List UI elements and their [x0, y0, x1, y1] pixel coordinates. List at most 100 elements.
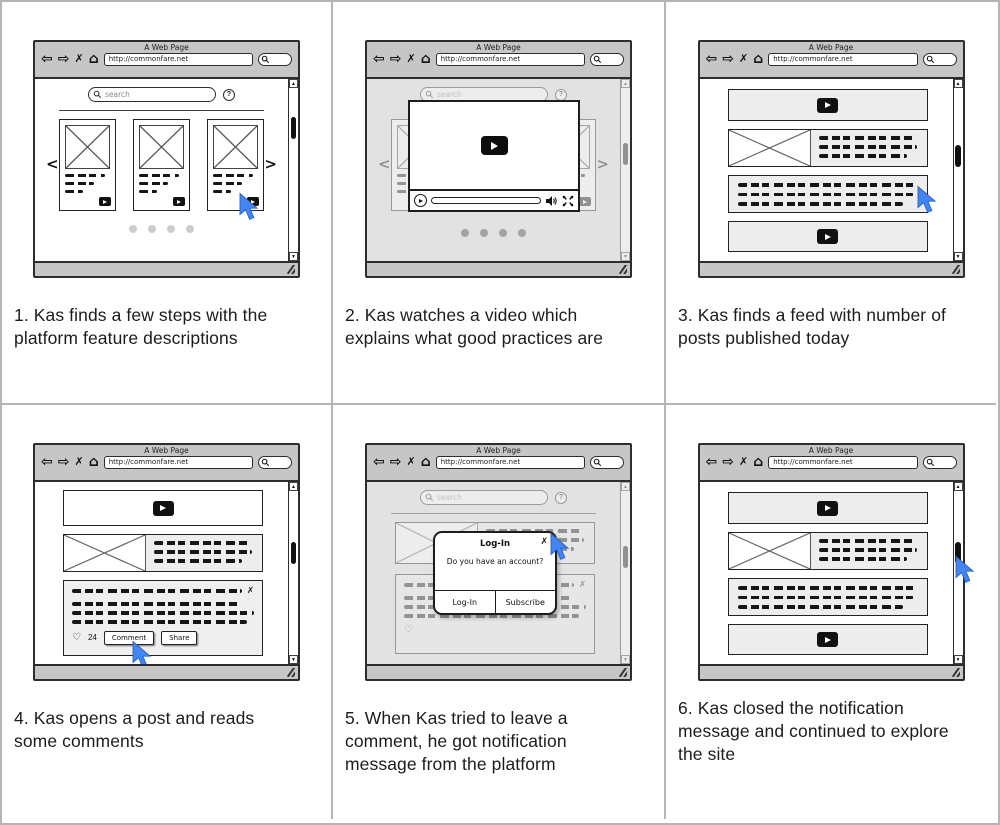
pagination-dot[interactable]	[186, 225, 194, 233]
forward-icon[interactable]: ⇨	[389, 51, 402, 67]
media-post[interactable]	[63, 534, 263, 572]
scroll-down-icon[interactable]: ▼	[953, 252, 963, 261]
help-icon[interactable]: ?	[555, 491, 567, 504]
resize-grip-icon[interactable]	[950, 668, 960, 677]
subscribe-button[interactable]: Subscribe	[505, 597, 545, 607]
pagination-dot[interactable]	[129, 225, 137, 233]
toolbar-search-box[interactable]	[922, 455, 957, 469]
scrollbar[interactable]: ▲ ▼	[620, 79, 630, 261]
play-button[interactable]	[173, 197, 185, 206]
toolbar-search-box[interactable]	[590, 455, 624, 469]
volume-icon[interactable]	[545, 195, 558, 207]
scroll-down-icon[interactable]: ▼	[289, 655, 298, 664]
feature-card[interactable]	[133, 119, 190, 211]
carousel-pagination[interactable]	[367, 229, 620, 237]
play-button[interactable]	[247, 197, 259, 206]
forward-icon[interactable]: ⇨	[389, 454, 402, 470]
home-icon[interactable]: ⌂	[753, 454, 764, 470]
carousel-next-button[interactable]: >	[596, 155, 609, 173]
play-button[interactable]	[480, 136, 508, 155]
text-post[interactable]	[727, 175, 928, 213]
toolbar-search-box[interactable]	[258, 52, 292, 66]
resize-grip-icon[interactable]	[285, 668, 295, 677]
share-button[interactable]: Share	[161, 630, 198, 645]
scroll-down-icon[interactable]: ▼	[621, 655, 630, 664]
pagination-dot[interactable]	[167, 225, 175, 233]
scroll-up-icon[interactable]: ▲	[621, 482, 630, 491]
search-input[interactable]: search	[88, 87, 216, 102]
scroll-down-icon[interactable]: ▼	[621, 252, 630, 261]
pagination-dot[interactable]	[461, 229, 469, 237]
back-icon[interactable]: ⇦	[373, 454, 385, 470]
url-field[interactable]: http://commonfare.net	[435, 52, 585, 66]
scrollbar[interactable]: ▲ ▼	[952, 79, 963, 261]
login-button[interactable]: Log-In	[435, 591, 496, 613]
home-icon[interactable]: ⌂	[420, 454, 431, 470]
back-icon[interactable]: ⇦	[373, 51, 385, 67]
back-icon[interactable]: ⇦	[705, 454, 718, 470]
url-field[interactable]: http://commonfare.net	[103, 455, 253, 469]
close-icon[interactable]: ✗	[74, 455, 84, 468]
play-button[interactable]	[817, 229, 838, 244]
home-icon[interactable]: ⌂	[88, 51, 99, 67]
home-icon[interactable]: ⌂	[420, 51, 431, 67]
carousel-next-button[interactable]: >	[264, 155, 277, 173]
help-icon[interactable]: ?	[555, 88, 567, 101]
forward-icon[interactable]: ⇨	[57, 51, 70, 67]
scrollbar-thumb[interactable]	[622, 143, 628, 165]
scroll-up-icon[interactable]: ▲	[621, 79, 630, 88]
progress-bar[interactable]	[431, 197, 541, 204]
forward-icon[interactable]: ⇨	[722, 51, 734, 67]
scroll-down-icon[interactable]: ▼	[953, 655, 963, 664]
play-button[interactable]	[817, 500, 838, 516]
scroll-up-icon[interactable]: ▲	[289, 482, 298, 491]
carousel-prev-button[interactable]: <	[46, 155, 59, 173]
forward-icon[interactable]: ⇨	[57, 454, 70, 470]
scrollbar-thumb[interactable]	[290, 542, 296, 564]
carousel-prev-button[interactable]: <	[378, 155, 391, 173]
home-icon[interactable]: ⌂	[88, 454, 99, 470]
close-icon[interactable]: ✗	[738, 52, 749, 65]
scroll-down-icon[interactable]: ▼	[289, 252, 298, 261]
back-icon[interactable]: ⇦	[41, 51, 53, 67]
scrollbar[interactable]: ▲ ▼	[288, 482, 298, 664]
scrollbar-thumb[interactable]	[622, 546, 628, 568]
scroll-up-icon[interactable]: ▲	[289, 79, 298, 88]
toolbar-search-box[interactable]	[922, 52, 957, 66]
comment-button[interactable]: Comment	[103, 630, 155, 645]
url-field[interactable]: http://commonfare.net	[103, 52, 253, 66]
play-button[interactable]	[817, 97, 838, 113]
url-field[interactable]: http://commonfare.net	[768, 52, 918, 66]
scrollbar[interactable]: ▲ ▼	[288, 79, 298, 261]
url-field[interactable]: http://commonfare.net	[768, 455, 918, 469]
video-post[interactable]	[727, 624, 928, 655]
search-input[interactable]: search	[420, 490, 548, 505]
pagination-dot[interactable]	[518, 229, 526, 237]
fullscreen-icon[interactable]	[562, 195, 574, 207]
play-button[interactable]	[99, 197, 111, 206]
video-post[interactable]	[63, 490, 263, 526]
close-post-icon[interactable]: ✗	[246, 586, 254, 596]
scrollbar-thumb[interactable]	[290, 117, 296, 139]
play-button[interactable]	[579, 197, 591, 206]
pagination-dot[interactable]	[480, 229, 488, 237]
close-icon[interactable]: ✗	[406, 455, 416, 468]
close-icon[interactable]: ✗	[406, 52, 416, 65]
home-icon[interactable]: ⌂	[753, 51, 764, 67]
scroll-up-icon[interactable]: ▲	[953, 79, 963, 88]
scrollbar-thumb[interactable]	[955, 542, 961, 564]
forward-icon[interactable]: ⇨	[722, 454, 734, 470]
video-post[interactable]	[727, 89, 928, 121]
back-icon[interactable]: ⇦	[705, 51, 718, 67]
media-post[interactable]	[727, 532, 928, 570]
feature-card[interactable]	[59, 119, 116, 211]
open-post[interactable]: ✗ ♡ 24 Comment Share	[63, 580, 263, 656]
play-control-icon[interactable]	[414, 194, 427, 207]
feature-card[interactable]	[207, 119, 264, 211]
close-post-icon[interactable]: ✗	[578, 580, 586, 590]
carousel-pagination[interactable]	[35, 225, 288, 233]
text-post[interactable]	[727, 578, 928, 616]
media-post[interactable]	[727, 129, 928, 167]
play-button[interactable]	[817, 632, 838, 647]
resize-grip-icon[interactable]	[950, 265, 960, 274]
